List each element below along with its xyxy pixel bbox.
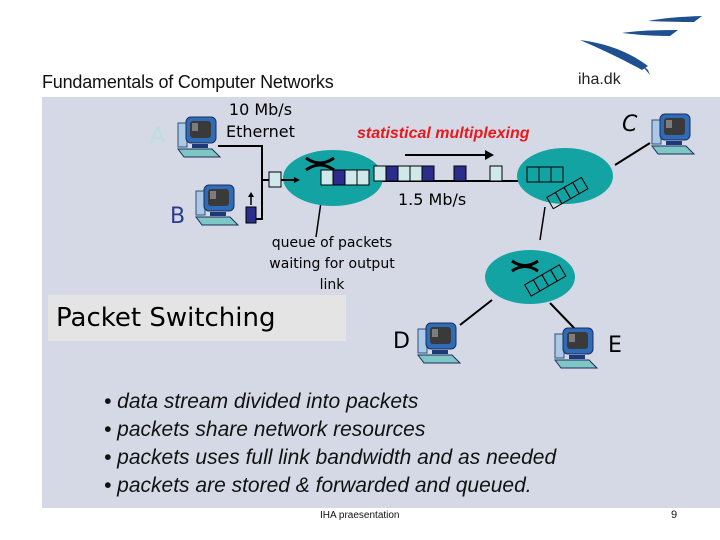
bullet-item: • packets share network resources: [104, 418, 426, 441]
node-label-a: A: [150, 124, 166, 149]
node-label-d: D: [393, 329, 410, 354]
packet-b: [245, 206, 257, 224]
router-2-icon: [517, 148, 613, 204]
router-3-icon: [485, 250, 575, 304]
iha-logo-icon: [580, 16, 702, 75]
queue-label-line: queue of packets: [271, 235, 393, 251]
bullet-list: • data stream divided into packets • pac…: [104, 388, 556, 500]
packet-switching-title: Packet Switching: [48, 295, 346, 341]
page-number: 9: [671, 509, 678, 521]
node-label-b: B: [170, 204, 186, 229]
bullet-item: • packets uses full link bandwidth and a…: [104, 446, 557, 469]
bullet-item: • packets are stored & forwarded and que…: [104, 474, 532, 497]
footer-presentation-label: IHA praesentation: [320, 510, 400, 521]
queue-label-line: link: [319, 277, 345, 293]
ethernet-speed: 10 Mb/s: [228, 100, 293, 119]
computer-a-icon: [177, 116, 221, 158]
router-2-queue: [526, 166, 564, 183]
ethernet-type: Ethernet: [226, 122, 295, 141]
queue-label-line: waiting for output: [269, 256, 395, 272]
computer-d-icon: [417, 322, 461, 364]
statistical-multiplexing-label: statistical multiplexing: [357, 125, 530, 142]
router-1-queue: [320, 169, 370, 186]
node-label-c: C: [622, 112, 638, 137]
computer-e-icon: [554, 327, 598, 369]
packet-a: [268, 171, 282, 188]
queue-label: queue of packets waiting for output link: [252, 233, 412, 296]
trunk-speed-label: 1.5 Mb/s: [398, 190, 467, 209]
bullet-item: • data stream divided into packets: [104, 390, 419, 413]
trunk-packets: [373, 165, 503, 182]
node-label-e: E: [608, 333, 622, 358]
ethernet-link-label: 10 Mb/s Ethernet: [226, 99, 295, 143]
computer-c-icon: [651, 113, 695, 155]
slide-header-title: Fundamentals of Computer Networks: [42, 72, 334, 92]
computer-b-icon: [195, 184, 239, 226]
logo-text: iha.dk: [578, 71, 621, 88]
